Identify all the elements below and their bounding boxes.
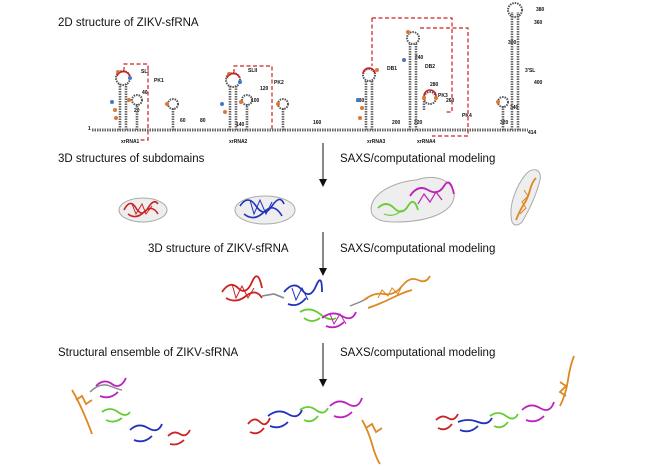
nt-number: 100 <box>251 98 260 104</box>
nt-number: 240 <box>415 55 424 61</box>
domain-label-db2: DB2 <box>425 64 436 70</box>
nt-number: 220 <box>414 120 423 126</box>
method-label-1: SAXS/computational modeling <box>340 153 496 165</box>
loop-db2 <box>406 31 420 45</box>
loop-3sl <box>507 2 523 18</box>
nt-number: 400 <box>534 80 543 86</box>
pk3-connector <box>372 17 453 113</box>
nt-number: 414 <box>528 130 537 136</box>
title-ensemble: Structural ensemble of ZIKV-sfRNA <box>58 347 239 359</box>
nt-number: 180 <box>356 98 365 104</box>
pk-label-4: PK4 <box>462 113 472 119</box>
method-label-2: SAXS/computational modeling <box>340 243 496 255</box>
nt-number: 1 <box>88 126 91 132</box>
subunit-label-3: xrRNA3 <box>367 139 386 145</box>
nt-number: 120 <box>260 86 269 92</box>
full-3d-structure <box>221 275 431 329</box>
nt-number: 320 <box>500 120 509 126</box>
pk-label-2: PK2 <box>274 80 284 86</box>
subdomain-xrrna1 <box>118 197 168 223</box>
subunit-label-2: xrRNA2 <box>229 139 248 145</box>
nt-number: 40 <box>142 90 148 96</box>
pk2-connector <box>233 65 273 130</box>
pk-label-3: PK3 <box>438 93 448 99</box>
nt-number: 80 <box>200 118 206 124</box>
domain-label-slii: SLII <box>248 68 258 74</box>
domain-label-sli: SLI <box>141 69 149 75</box>
domain-label-db1: DB1 <box>387 66 398 72</box>
title-3d-sfrna: 3D structure of ZIKV-sfRNA <box>148 243 289 255</box>
title-3d-subdomains: 3D structures of subdomains <box>58 153 205 165</box>
subdomain-xrrna2 <box>234 195 296 225</box>
nt-number: 360 <box>534 20 543 26</box>
domain-label-3sl: 3'SL <box>525 68 536 74</box>
subdomain-xrrna3-4 <box>370 176 455 223</box>
loop-db1 <box>362 68 376 82</box>
nt-number: 300 <box>508 40 517 46</box>
nt-number: 160 <box>313 120 322 126</box>
nt-number: 60 <box>180 118 186 124</box>
nt-number: 340 <box>510 105 519 111</box>
subdomain-3sl <box>510 169 541 226</box>
nt-number: 260 <box>446 98 455 104</box>
pk4-connector <box>420 27 469 137</box>
title-2d-structure: 2D structure of ZIKV-sfRNA <box>58 17 199 29</box>
nt-number: 200 <box>392 120 401 126</box>
pk-label-1: PK1 <box>154 78 164 84</box>
ensemble-model-2 <box>247 397 383 465</box>
subunit-label-1: xrRNA1 <box>121 139 140 145</box>
method-label-3: SAXS/computational modeling <box>340 347 496 359</box>
secondary-structure <box>92 2 528 141</box>
subunit-label-4: xrRNA4 <box>417 139 436 145</box>
nt-number: 140 <box>236 122 245 128</box>
ensemble-model-1 <box>71 377 191 446</box>
nt-number: 280 <box>430 82 439 88</box>
ensemble-model-3 <box>435 355 575 433</box>
nt-number: 380 <box>536 7 545 13</box>
